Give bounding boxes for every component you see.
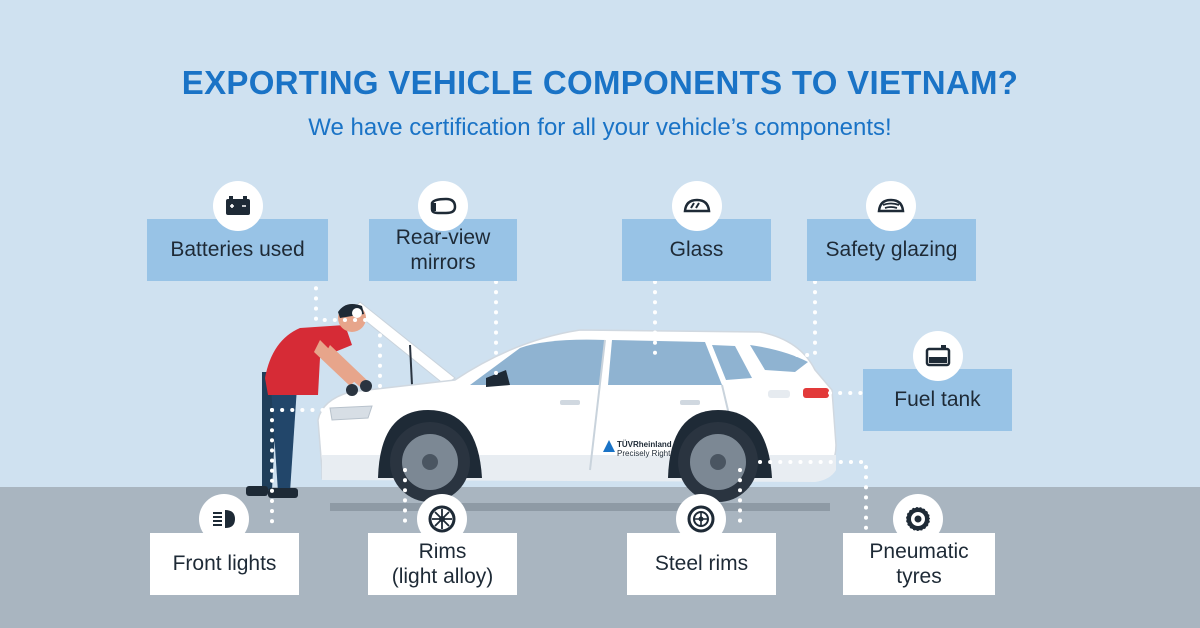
safety-glazing-label: Safety glazing — [807, 219, 976, 281]
mirrors-label-text: Rear-view mirrors — [396, 225, 491, 275]
headlight-icon — [199, 494, 249, 544]
pneumatic-tyres-label-text: Pneumatic tyres — [869, 539, 968, 589]
tuv-logo — [603, 440, 615, 452]
steel-rim-icon — [676, 494, 726, 544]
brand-name: TÜVRheinland — [617, 440, 672, 449]
brand-tagline: Precisely Right. — [617, 448, 673, 458]
mirrors-label-line1: Rear-view — [395, 225, 491, 249]
alloy-rim-icon — [417, 494, 467, 544]
page-title: EXPORTING VEHICLE COMPONENTS TO VIETNAM? — [181, 64, 1019, 101]
connector-lines — [270, 256, 868, 532]
front-lights-label-text: Front lights — [172, 552, 277, 576]
tyres-line2: tyres — [896, 565, 942, 588]
rims-alloy-label-text: Rims (light alloy) — [392, 539, 494, 589]
steel-rims-label-text: Steel rims — [654, 552, 749, 576]
windshield-wiper-icon — [866, 181, 916, 231]
safety-glazing-label-text: Safety glazing — [825, 238, 958, 262]
battery-icon — [213, 181, 263, 231]
tail-light — [803, 388, 829, 398]
tyres-line1: Pneumatic — [869, 539, 969, 563]
rims-alloy-line2: (light alloy) — [391, 565, 494, 588]
rims-alloy-line1: Rims — [418, 539, 467, 563]
fuel-tank-icon — [913, 331, 963, 381]
side-mirror — [486, 370, 510, 387]
fuel-tank-label-text: Fuel tank — [894, 388, 981, 412]
open-hood — [351, 301, 456, 386]
car-shadow — [330, 503, 830, 511]
headlight — [329, 405, 373, 421]
windshield-icon — [672, 181, 722, 231]
brand-logo: TÜVRheinland Precisely Right. — [617, 440, 673, 459]
quarter-window — [712, 345, 752, 380]
steel-rims-label: Steel rims — [627, 533, 776, 595]
rear-window — [608, 340, 722, 385]
rear-glass — [750, 345, 808, 372]
hood-strut — [409, 344, 413, 386]
mirrors-label-line2: mirrors — [410, 251, 476, 274]
tyre-icon — [893, 494, 943, 544]
fuel-tank-label: Fuel tank — [863, 369, 1012, 431]
page-subtitle: We have certification for all your vehic… — [308, 114, 892, 141]
mechanic-figure — [246, 304, 372, 498]
glass-label-text: Glass — [669, 238, 724, 262]
batteries-label-text: Batteries used — [170, 238, 305, 262]
side-mirror-icon — [418, 181, 468, 231]
